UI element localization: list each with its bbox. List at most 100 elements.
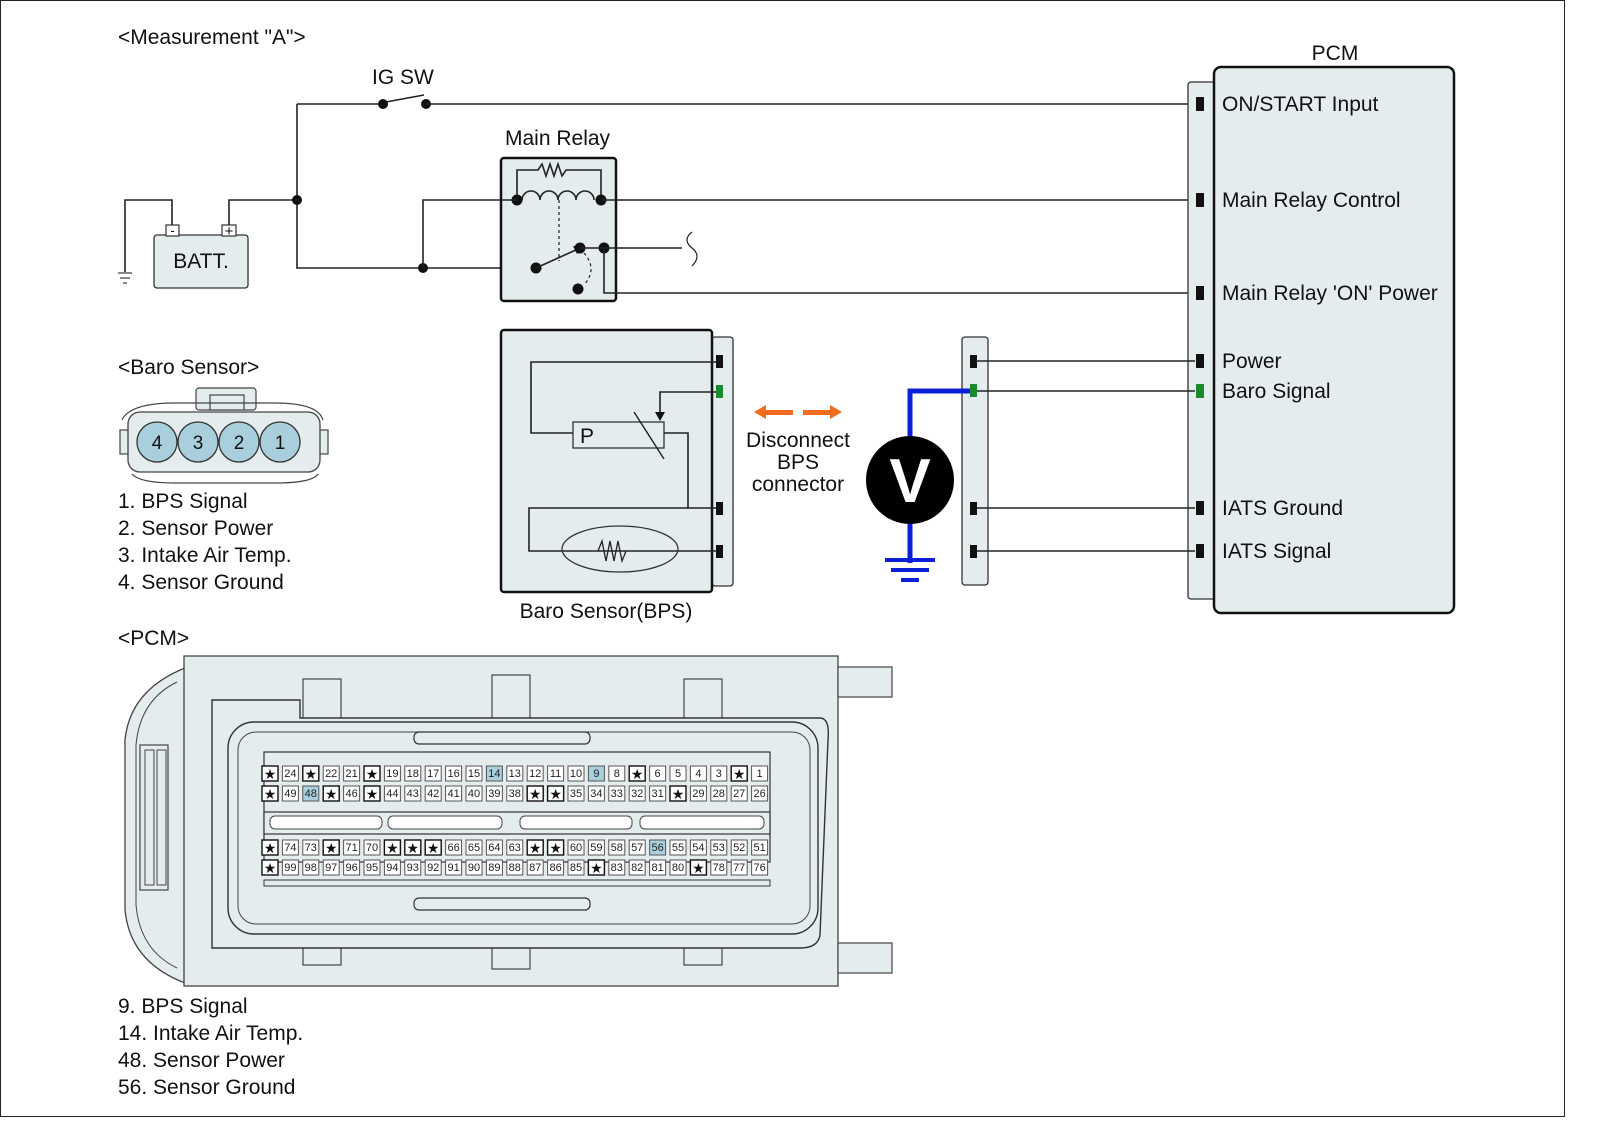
pcm-terminal-label: IATS Ground [1222,497,1343,520]
pcm-connector-pin [526,765,544,782]
pcm-pin-number: 58 [611,842,623,854]
pcm-connector-pin [445,859,463,876]
baro-connector-pin-number: 4 [152,433,163,454]
pcm-pin-number: 65 [468,842,480,854]
pcm-connector-pin [281,785,299,802]
pcm-terminal-pin [1196,501,1204,515]
pcm-pin-number: 19 [386,768,398,780]
pcm-pin-number: 22 [325,768,337,780]
pcm-connector-pin [649,765,667,782]
baro-sensor-block-label: Baro Sensor(BPS) [520,600,693,623]
pcm-connector-pin [445,839,463,856]
pcm-connector-pin [608,859,626,876]
pcm-terminal-label: Main Relay 'ON' Power [1222,282,1438,305]
pcm-connector-pin [567,765,585,782]
pcm-connector-pin [689,859,708,876]
pcm-pin-number: 93 [407,862,419,874]
pcm-legend-item: 56. Sensor Ground [118,1076,295,1099]
pcm-pin-number: 55 [672,842,684,854]
pcm-connector-pin [404,839,422,856]
pcm-terminal-label: IATS Signal [1222,540,1331,563]
pcm-connector-pin [730,765,748,782]
pcm-connector-pin [608,839,626,856]
pcm-connector-pin [424,839,442,856]
pcm-pin-number: 86 [549,862,561,874]
pcm-connector-pin [751,785,769,802]
pcm-terminal-pin [1196,354,1204,368]
pcm-pin-unused-star: ★ [549,787,562,803]
pcm-connector-pin [567,859,585,876]
baro-legend-item: 2. Sensor Power [118,517,273,540]
pcm-pin-number: 96 [345,862,357,874]
pcm-pin-unused-star: ★ [427,841,440,857]
pcm-pin-number: 85 [570,862,582,874]
pcm-pin-number: 99 [284,862,296,874]
pcm-pin-number: 97 [325,862,337,874]
pcm-pin-number: 24 [284,768,296,780]
pcm-pin-number: 56 [651,842,663,854]
pcm-connector-pin [363,839,381,856]
pcm-pin-unused-star: ★ [325,841,338,857]
pcm-connector-pin [506,859,524,876]
pcm-pin-number: 64 [488,842,500,854]
pcm-pin-number: 87 [529,862,541,874]
pcm-connector-pin [302,859,320,876]
pcm-pin-unused-star: ★ [264,767,277,783]
pcm-legend-item: 9. BPS Signal [118,995,248,1018]
pcm-connector-pin [730,859,748,876]
pcm-pin-number: 82 [631,862,643,874]
pcm-pin-number: 1 [757,768,763,780]
pcm-pin-unused-star: ★ [407,841,420,857]
pcm-pin-number: 71 [345,842,357,854]
pcm-block [1187,65,1456,615]
battery-label: BATT. [173,250,229,273]
pcm-pin-number: 11 [550,768,561,780]
pcm-connector-pin [424,765,442,782]
pcm-pin-number: 34 [590,788,602,800]
pcm-connector-pin [363,785,381,802]
pcm-connector-pin [485,839,503,856]
pcm-connector-pin [587,765,605,782]
disconnect-arrows-icon [754,405,842,419]
pcm-connector-pin [506,785,524,802]
pcm-connector-pin [322,765,340,782]
baro-connector-pin-number: 2 [234,433,245,454]
pcm-connector-pin [261,839,279,856]
pcm-pin-unused-star: ★ [305,767,318,783]
pcm-pin-number: 10 [570,768,582,780]
pcm-connector-pin [669,765,687,782]
disconnect-note-line1: Disconnect [746,429,850,452]
disconnect-note-line3: connector [752,473,844,496]
pcm-connector-pin [546,785,565,802]
pressure-element-label: P [580,425,594,448]
pcm-pin-unused-star: ★ [549,841,562,857]
pcm-connector-pin [608,765,626,782]
pcm-connector-pin [710,859,728,876]
pcm-pin-number: 91 [447,862,459,874]
pcm-connector-pin [730,785,748,802]
pcm-connector-pin [383,839,402,856]
baro-connector-title: <Baro Sensor> [118,356,259,379]
main-relay [499,156,618,303]
pcm-connector-pin [343,859,361,876]
pcm-connector-pin [669,785,687,802]
pcm-connector-pin [363,859,381,876]
baro-legend-item: 3. Intake Air Temp. [118,544,292,567]
pcm-connector-pin [506,765,524,782]
baro-connector-pin [177,421,219,463]
baro-connector-pin [218,421,260,463]
pcm-label: PCM [1312,42,1359,65]
pcm-connector-pin [567,785,585,802]
pcm-connector-pin [424,859,442,876]
pcm-connector-pin [261,765,279,782]
pcm-pin-number: 60 [570,842,582,854]
pcm-connector-pin [669,839,687,856]
pcm-connector-pin [445,765,463,782]
pcm-pin-unused-star: ★ [366,767,379,783]
baro-sensor-block: P [499,328,734,594]
pcm-pin-unused-star: ★ [672,787,685,803]
pcm-connector-pin [485,859,503,876]
pcm-pin-number: 42 [427,788,439,800]
